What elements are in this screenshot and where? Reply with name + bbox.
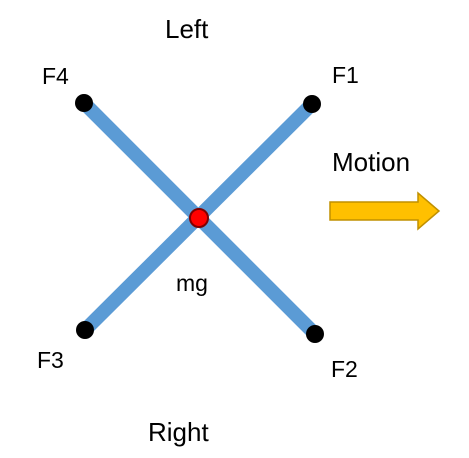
rotor-f1-point xyxy=(303,95,321,113)
f2-label: F2 xyxy=(331,356,358,382)
rotor-f2-point xyxy=(306,325,324,343)
mass-label: mg xyxy=(176,270,208,296)
right-label: Right xyxy=(148,417,209,447)
left-label: Left xyxy=(165,14,209,44)
motion-label: Motion xyxy=(332,147,410,177)
f1-label: F1 xyxy=(332,62,359,88)
f4-label: F4 xyxy=(42,63,69,89)
center-of-mass xyxy=(189,208,209,228)
rotor-f3-point xyxy=(76,321,94,339)
f3-label: F3 xyxy=(37,347,64,373)
motion-arrow xyxy=(329,191,441,231)
rotor-f4-point xyxy=(75,94,93,112)
